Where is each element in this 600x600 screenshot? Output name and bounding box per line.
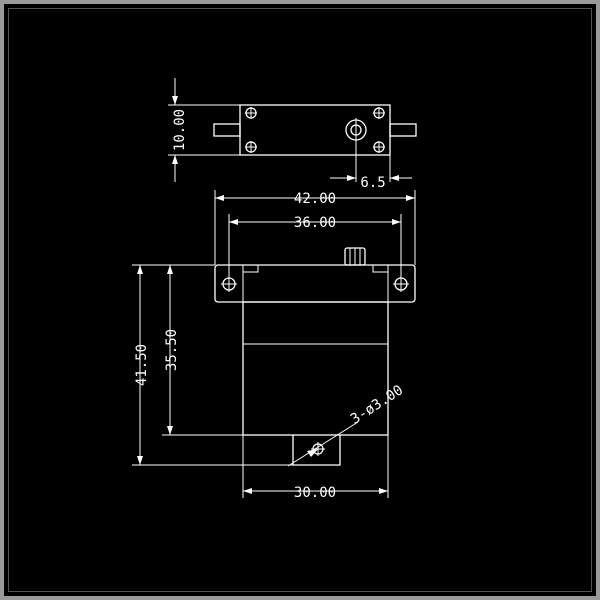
top-view-screw-bl [245, 141, 257, 153]
hole-spec-leader [287, 421, 359, 467]
top-view-body [239, 104, 391, 156]
top-view-tab-right [389, 123, 417, 137]
mounting-flange [214, 264, 416, 303]
label-hole-spec: 3-ø3.00 [348, 382, 406, 428]
cable-exit [292, 435, 341, 466]
image-frame-inner [8, 8, 592, 592]
top-view-screw-tr [373, 107, 385, 119]
top-view-output-shaft [345, 118, 367, 182]
dim-height-total [132, 264, 293, 466]
label-horn-offset: 6.5 [360, 175, 385, 191]
label-height-total: 41.50 [134, 344, 150, 386]
top-view-screw-tl [245, 107, 257, 119]
label-top-height: 10.00 [172, 109, 188, 151]
dim-height-body [162, 265, 243, 436]
dim-horn-offset [330, 155, 412, 182]
dim-top-height [168, 78, 240, 182]
label-height-body: 35.50 [164, 329, 180, 371]
servo-body [242, 301, 389, 436]
dim-width-holes [228, 214, 402, 278]
label-width-body: 30.00 [294, 485, 336, 501]
mounting-hole-left [221, 276, 237, 292]
dim-width-body [242, 435, 389, 498]
front-view [132, 190, 416, 498]
label-width-outer: 42.00 [294, 191, 336, 207]
label-width-holes: 36.00 [294, 215, 336, 231]
output-gear [344, 247, 366, 266]
mounting-hole-right [393, 276, 409, 292]
top-view [168, 78, 417, 182]
top-view-tab-left [213, 123, 241, 137]
dim-width-outer [214, 190, 416, 265]
top-view-screw-br [373, 141, 385, 153]
